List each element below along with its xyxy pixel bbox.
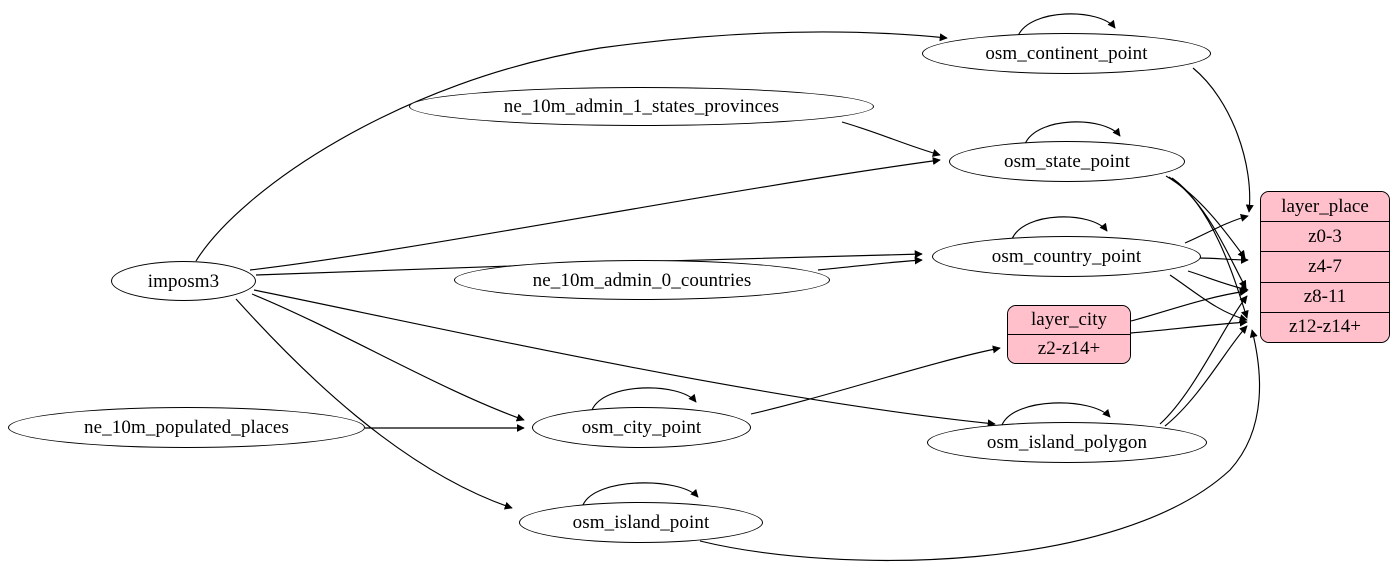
edge-imposm3-to-city-point (251, 293, 525, 422)
node-osm-city-point[interactable]: osm_city_point (532, 407, 751, 448)
edge-imposm3-to-continent-point (195, 31, 948, 262)
node-label: osm_country_point (991, 246, 1142, 267)
node-label: ne_10m_admin_0_countries (532, 269, 752, 291)
edge-layer-city-to-layer-place-z8-11 (1130, 288, 1248, 322)
node-layer-place[interactable]: layer_place z0-3 z4-7 z8-11 z12-z14+ (1260, 191, 1390, 343)
edge-state-point-to-layer-place-z8-11 (1168, 176, 1247, 289)
edge-country-point-to-layer-place-z12-z14 (1169, 274, 1248, 322)
edge-imposm3-to-island-polygon (253, 289, 996, 428)
node-label: osm_island_point (572, 512, 710, 533)
node-osm-continent-point[interactable]: osm_continent_point (922, 33, 1211, 74)
node-osm-island-polygon[interactable]: osm_island_polygon (927, 422, 1207, 463)
node-ne-10m-populated-places[interactable]: ne_10m_populated_places (8, 407, 365, 448)
node-imposm3[interactable]: imposm3 (111, 261, 256, 301)
node-label: osm_state_point (1003, 151, 1131, 172)
edge-continent-point-to-layer-place-z0-3 (1192, 67, 1254, 213)
edge-imposm3-to-island-point (235, 298, 513, 510)
edge-imposm3-to-state-point (249, 156, 941, 271)
node-ne-10m-admin-1-states-provinces[interactable]: ne_10m_admin_1_states_provinces (409, 87, 874, 126)
edge-ne-states-to-state-point (841, 121, 941, 157)
node-osm-island-point[interactable]: osm_island_point (519, 502, 763, 543)
node-osm-country-point[interactable]: osm_country_point (932, 236, 1201, 277)
edge-island-polygon-to-layer-place-z8-11 (1159, 295, 1248, 425)
layer-place-zoom-row-z8-11[interactable]: z8-11 (1261, 281, 1389, 312)
layer-place-zoom-row-z0-3[interactable]: z0-3 (1261, 221, 1389, 252)
edge-island-polygon-to-layer-place-z12-z14 (1164, 325, 1248, 427)
layer-place-zoom-row-z4-7[interactable]: z4-7 (1261, 251, 1389, 282)
edge-country-point-to-layer-place-z0-3 (1184, 214, 1249, 244)
node-label: osm_city_point (581, 417, 702, 438)
node-label: ne_10m_populated_places (84, 417, 289, 438)
edge-layer-city-to-layer-place-z12-z14 (1130, 318, 1248, 334)
node-label: ne_10m_admin_1_states_provinces (503, 96, 780, 117)
node-osm-state-point[interactable]: osm_state_point (949, 141, 1185, 182)
edge-city-point-to-layer-city (750, 345, 1001, 415)
edge-country-point-to-layer-place-z4-7 (1198, 255, 1249, 265)
node-ne-10m-admin-0-countries[interactable]: ne_10m_admin_0_countries (454, 260, 830, 300)
node-label: osm_continent_point (985, 43, 1148, 64)
node-label: osm_island_polygon (986, 432, 1148, 453)
edge-country-point-to-layer-place-z8-11 (1187, 270, 1249, 293)
layer-city-zoom-row[interactable]: z2-z14+ (1008, 334, 1130, 363)
node-layer-city[interactable]: layer_city z2-z14+ (1007, 305, 1131, 364)
edge-ne-countries-to-country-point (817, 256, 923, 271)
layer-place-zoom-row-z12-z14[interactable]: z12-z14+ (1261, 311, 1389, 342)
layer-place-header: layer_place (1261, 192, 1389, 222)
layer-city-header: layer_city (1008, 306, 1130, 334)
node-label: imposm3 (147, 270, 220, 292)
